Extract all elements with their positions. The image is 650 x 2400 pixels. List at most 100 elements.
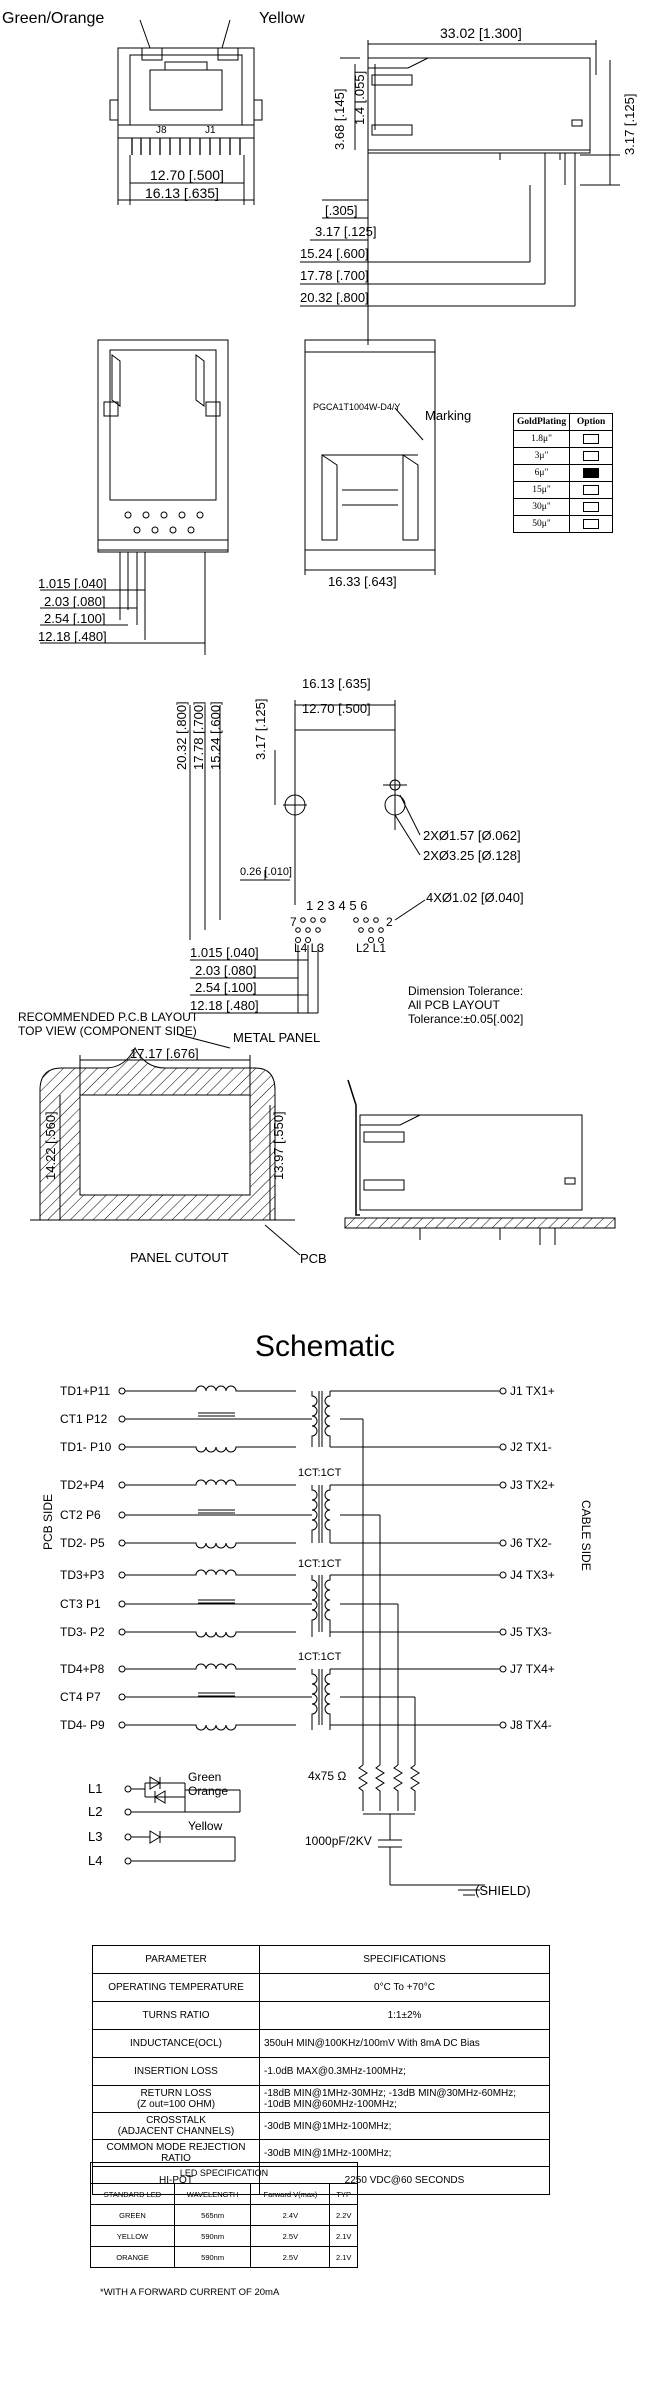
- led-cell: 2.5V: [250, 2225, 331, 2247]
- pin-label: J8 TX4-: [510, 1718, 552, 1732]
- led-table-title: LED SPECIFICATION: [90, 2162, 358, 2184]
- option-checkbox[interactable]: [583, 518, 600, 529]
- rear-view: [304, 339, 436, 575]
- tolerance-line-3: Tolerance:±0.05[.002]: [408, 1012, 523, 1026]
- led-l4: L4: [88, 1853, 102, 1868]
- option-checkbox[interactable]: [583, 433, 600, 444]
- led-header: TYP: [329, 2183, 358, 2205]
- led-cell: 590nm: [173, 2225, 252, 2247]
- j8-label: J8: [156, 125, 167, 136]
- pin-label: CT1 P12: [60, 1412, 108, 1426]
- dim-1422: 14.22 [.560]: [43, 1111, 58, 1180]
- spec-value: -18dB MIN@1MHz-30MHz; -13dB MIN@30MHz-60…: [259, 2085, 550, 2113]
- pin-label: J5 TX3-: [510, 1625, 552, 1639]
- pin-label: TD4+P8: [60, 1662, 105, 1676]
- schematic: [118, 1385, 507, 1896]
- pin-label: TD1- P10: [60, 1440, 112, 1454]
- gold-plating-table: GoldPlating Option 1.8μ" 3μ" 6μ" 15μ" 30…: [512, 413, 614, 533]
- bottom-view: [40, 339, 229, 655]
- gold-value: 1.8μ": [512, 430, 571, 448]
- pin-label: TD4- P9: [60, 1718, 105, 1732]
- ratio-label: 1CT:1CT: [298, 1651, 342, 1663]
- schematic-left-labels: TD1+P11 CT1 P12 TD1- P10 TD2+P4 CT2 P6 T…: [60, 1384, 112, 1732]
- spec-table: PARAMETER SPECIFICATIONS OPERATING TEMPE…: [92, 1945, 550, 2195]
- led-l1: L1: [88, 1781, 102, 1796]
- led-cell: YELLOW: [90, 2225, 175, 2247]
- schematic-title: Schematic: [254, 1330, 396, 1363]
- resistors-label: 4x75 Ω: [308, 1769, 346, 1783]
- pin-label: J3 TX2+: [510, 1478, 555, 1492]
- gold-value: 6μ": [512, 464, 571, 482]
- dim-1633: 16.33 [.643]: [328, 574, 397, 589]
- option-checkbox[interactable]: [583, 484, 600, 495]
- yellow-label: Yellow: [188, 1819, 223, 1833]
- pin-2: 2: [386, 915, 393, 929]
- option-checkbox[interactable]: [583, 450, 600, 461]
- led-header: STANDARD LED: [90, 2183, 175, 2205]
- spec-param: TURNS RATIO: [92, 2001, 260, 2030]
- mounted-side-view: [344, 1079, 616, 1245]
- spec-param: RETURN LOSS (Z out=100 OHM): [92, 2085, 260, 2113]
- dim-2032: 20.32 [.800]: [300, 290, 369, 305]
- ratio-label: 1CT:1CT: [298, 1467, 342, 1479]
- dim-1778: 17.78 [.700]: [300, 268, 369, 283]
- spec-param: CROSSTALK (ADJACENT CHANNELS): [92, 2112, 260, 2140]
- dim-v1778: 17.78 [.700]: [191, 701, 206, 770]
- pcb-side-label: PCB SIDE: [41, 1494, 55, 1550]
- pcb-layout-view: [189, 700, 426, 1014]
- dim-1015-bottom: 1.015 [.040]: [38, 576, 107, 591]
- gold-value: 15μ": [512, 481, 571, 499]
- hole-325: 2XØ3.25 [Ø.128]: [423, 848, 521, 863]
- led-cell: 2.4V: [250, 2204, 331, 2226]
- led-cell: ORANGE: [90, 2246, 175, 2268]
- dim-3302: 33.02 [1.300]: [440, 25, 522, 41]
- front-view: [109, 19, 263, 205]
- option-checkbox[interactable]: [583, 501, 600, 512]
- schematic-right-labels: J1 TX1+ J2 TX1- J3 TX2+ J6 TX2- J4 TX3+ …: [510, 1384, 555, 1732]
- pin-label: J1 TX1+: [510, 1384, 555, 1398]
- pin-label: TD1+P11: [60, 1384, 110, 1398]
- spec-value: 350uH MIN@100KHz/100mV With 8mA DC Bias: [259, 2029, 550, 2058]
- dim-1015-pcb: 1.015 [.040]: [190, 945, 259, 960]
- panel-cutout-view: [30, 1034, 301, 1256]
- hole-102: 4XØ1.02 [Ø.040]: [426, 890, 524, 905]
- gold-value: 3μ": [512, 447, 571, 465]
- led-spec-table: LED SPECIFICATION STANDARD LED WAVELENGT…: [90, 2162, 358, 2268]
- led-l2: L2: [88, 1804, 102, 1819]
- recommended-label: RECOMMENDED P.C.B LAYOUT: [18, 1010, 199, 1024]
- spec-header-specifications: SPECIFICATIONS: [259, 1945, 550, 1974]
- tolerance-line-1: Dimension Tolerance:: [408, 984, 523, 998]
- led-right-label: Yellow: [259, 10, 305, 27]
- spec-param: OPERATING TEMPERATURE: [92, 1973, 260, 2002]
- dim-14: 1.4 [.055]: [352, 71, 367, 125]
- option-checkbox-selected[interactable]: [583, 467, 600, 478]
- led-cell: 2.5V: [250, 2246, 331, 2268]
- gold-header-plating: GoldPlating: [512, 413, 571, 431]
- dim-1270-front: 12.70 [.500]: [150, 167, 224, 183]
- j1-label: J1: [205, 125, 216, 136]
- pin-label: TD3- P2: [60, 1625, 105, 1639]
- pins-top: 1 2 3 4 5 6: [306, 898, 367, 913]
- dim-1397: 13.97 [.550]: [271, 1111, 286, 1180]
- pin-label: J7 TX4+: [510, 1662, 555, 1676]
- led-cell: 2.1V: [329, 2225, 358, 2247]
- dim-026: 0.26 [.010]: [240, 866, 292, 878]
- pin-label: J4 TX3+: [510, 1568, 555, 1582]
- dim-305: [.305]: [325, 203, 358, 218]
- marking-label: Marking: [425, 408, 471, 423]
- gold-value: 50μ": [512, 515, 571, 533]
- panel-cutout-label: PANEL CUTOUT: [130, 1250, 229, 1265]
- cap-label: 1000pF/2KV: [305, 1834, 372, 1848]
- led-left-label: Green/Orange: [2, 10, 104, 27]
- pin-label: CT2 P6: [60, 1508, 101, 1522]
- dim-1218-pcb: 12.18 [.480]: [190, 998, 259, 1013]
- dim-254-pcb: 2.54 [.100]: [195, 980, 256, 995]
- led-cell: GREEN: [90, 2204, 175, 2226]
- dim-254-bottom: 2.54 [.100]: [44, 611, 105, 626]
- ratio-label: 1CT:1CT: [298, 1558, 342, 1570]
- cable-side-label: CABLE SIDE: [579, 1500, 593, 1571]
- pin-label: TD3+P3: [60, 1568, 105, 1582]
- led-l3: L3: [88, 1829, 102, 1844]
- dim-1613-pcb: 16.13 [.635]: [302, 676, 371, 691]
